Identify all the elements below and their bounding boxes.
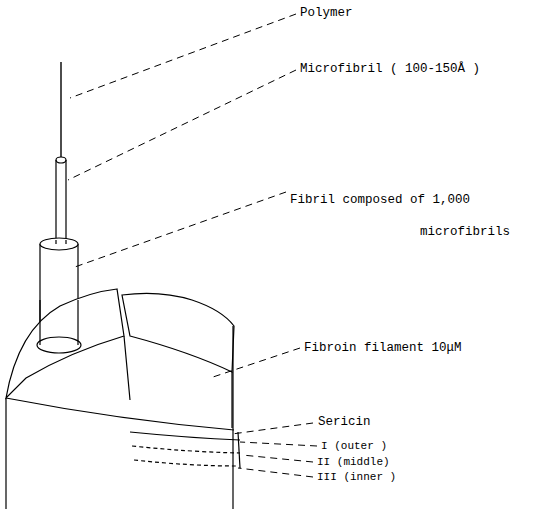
filament-front [6,398,234,430]
part-label: Fibril composed of 1,000 microfibrils [420,184,532,248]
part-label: Microfibril ( 100-150Å ) [300,62,480,76]
leader-line [210,348,300,378]
part-label: II (middle) [317,455,390,469]
part-label: Polymer [300,6,353,20]
microfibril-rod [56,160,66,240]
filament-cut [124,336,232,428]
part-label: I (outer ) [321,439,387,453]
microfibril-base [56,240,66,244]
leader-line [240,442,317,446]
part-label: Sericin [318,415,371,429]
sericin-outer [130,432,240,440]
leader-lines [68,14,317,477]
fibroin-filament-right [122,293,234,372]
leader-line [242,455,313,462]
leader-line [70,14,296,98]
sericin-middle [132,446,240,453]
thread-edge-left [5,398,6,509]
sericin-edge [238,432,240,468]
fibroin-filament-left [6,289,124,398]
leader-line [232,423,313,434]
leader-line [72,192,286,268]
fibril-cylinder-lower [40,300,78,345]
fibril-end [40,238,78,250]
leader-line [68,70,296,180]
fibril-socket [37,337,81,353]
sericin-inner [134,460,236,466]
polymer-strand [60,62,61,157]
part-label: Fibroin filament 10μM [304,341,462,355]
part-label: III (inner ) [317,470,396,484]
fiber-drawing [6,62,240,509]
leader-line [238,468,313,477]
microfibril-end [56,157,66,163]
